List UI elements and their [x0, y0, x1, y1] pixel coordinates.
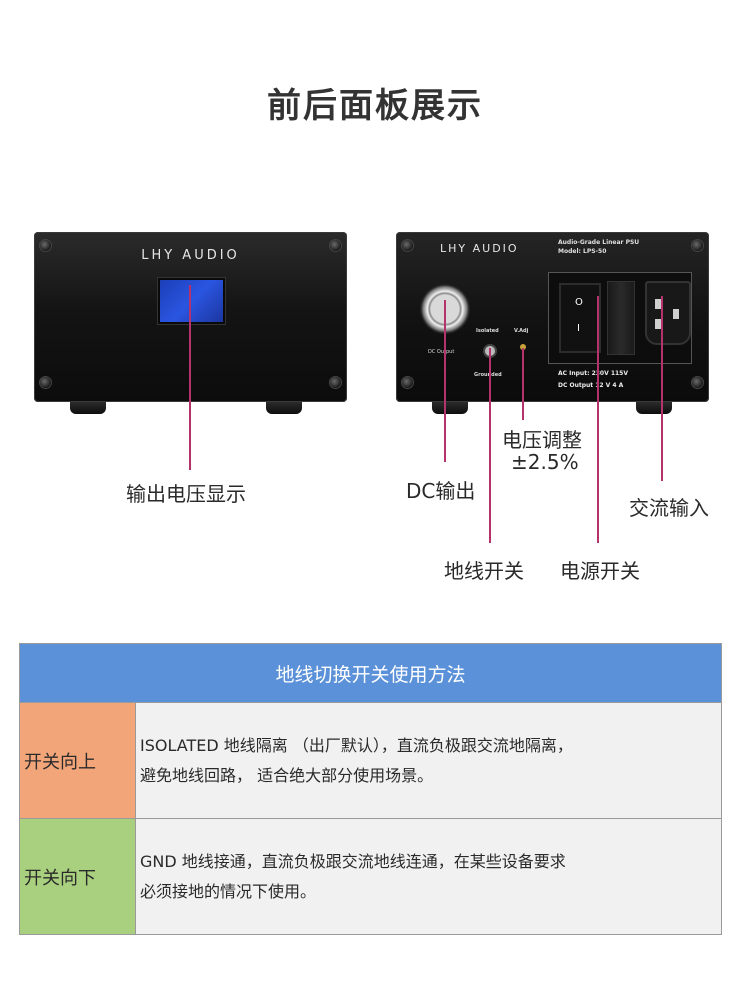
- dc-output-line: DC Output 12 V 4 A: [558, 382, 624, 389]
- description-line: 必须接地的情况下使用。: [140, 881, 317, 901]
- device-foot: [70, 402, 106, 414]
- power-on-symbol-icon: I: [577, 323, 580, 334]
- back-panel-image: LHY AUDIO Audio-Grade Linear PSU Model: …: [396, 232, 709, 414]
- screw-icon: [692, 240, 703, 251]
- power-off-symbol-icon: O: [575, 297, 583, 308]
- iec-inlet-icon: [645, 281, 691, 345]
- description-line: ISOLATED 地线隔离 （出厂默认），直流负极跟交流地隔离，: [140, 735, 573, 755]
- spec-line: Audio-Grade Linear PSU: [558, 239, 640, 246]
- annotation-line: [489, 348, 491, 543]
- annotation-dc-output: DC输出: [406, 479, 476, 503]
- dc-output-label: DC Output: [428, 349, 455, 355]
- spec-label: Audio-Grade Linear PSU Model: LPS-50: [558, 238, 639, 256]
- annotation-line: [597, 296, 599, 543]
- switch-down-description: GND 地线接通，直流负极跟交流地线连通，在某些设备要求 必须接地的情况下使用。: [135, 818, 722, 935]
- screw-icon: [40, 377, 51, 388]
- annotation-line: [661, 296, 663, 481]
- switch-up-label: 开关向上: [19, 702, 136, 819]
- vadj-label: V.Adj: [514, 328, 529, 334]
- back-brand-logo: LHY AUDIO: [440, 242, 519, 255]
- screw-icon: [402, 240, 413, 251]
- switch-down-label: 开关向下: [19, 818, 136, 935]
- table-row: 开关向下 GND 地线接通，直流负极跟交流地线连通，在某些设备要求 必须接地的情…: [19, 818, 722, 935]
- screw-icon: [402, 377, 413, 388]
- annotation-line: [444, 300, 446, 462]
- front-brand-logo: LHY AUDIO: [141, 248, 240, 263]
- screw-icon: [330, 377, 341, 388]
- fuse-holder: [607, 281, 635, 355]
- grounded-label: Grounded: [474, 372, 502, 378]
- annotation-line: [522, 348, 524, 420]
- annotation-power-switch: 电源开关: [560, 559, 640, 583]
- screw-icon: [40, 240, 51, 251]
- screw-icon: [692, 377, 703, 388]
- spec-line: Model: LPS-50: [558, 248, 607, 255]
- inlet-pin: [655, 319, 661, 329]
- switch-up-description: ISOLATED 地线隔离 （出厂默认），直流负极跟交流地隔离， 避免地线回路，…: [135, 702, 722, 819]
- inlet-pin: [655, 299, 661, 309]
- table-row: 开关向上 ISOLATED 地线隔离 （出厂默认），直流负极跟交流地隔离， 避免…: [19, 702, 722, 819]
- ac-input-line: AC Input: 230V 115V: [558, 370, 628, 377]
- ac-socket-module: O I: [548, 272, 692, 364]
- power-rocker-switch[interactable]: O I: [559, 283, 601, 353]
- annotation-ground-switch: 地线开关: [444, 559, 524, 583]
- annotation-voltage-display: 输出电压显示: [126, 482, 246, 506]
- annotation-voltage-adjust-range: ±2.5%: [511, 450, 579, 474]
- device-foot: [266, 402, 302, 414]
- description-line: GND 地线接通，直流负极跟交流地线连通，在某些设备要求: [140, 851, 566, 871]
- annotation-ac-input: 交流输入: [629, 496, 709, 520]
- annotation-line: [189, 285, 191, 470]
- page-title: 前后面板展示: [267, 86, 483, 126]
- screw-icon: [330, 240, 341, 251]
- device-foot: [432, 402, 468, 414]
- inlet-pin: [673, 309, 679, 319]
- isolated-label: Isolated: [476, 328, 499, 334]
- device-foot: [636, 402, 672, 414]
- ac-dc-rating-label: AC Input: 230V 115V DC Output 12 V 4 A: [558, 368, 628, 392]
- description-line: 避免地线回路， 适合绝大部分使用场景。: [140, 765, 434, 785]
- ground-switch-usage-table: 地线切换开关使用方法 开关向上 ISOLATED 地线隔离 （出厂默认），直流负…: [19, 643, 722, 935]
- voltage-display-screen: [158, 278, 225, 324]
- table-header: 地线切换开关使用方法: [19, 643, 722, 703]
- voltage-adjust-knob[interactable]: [520, 344, 526, 350]
- annotation-voltage-adjust: 电压调整: [502, 428, 582, 452]
